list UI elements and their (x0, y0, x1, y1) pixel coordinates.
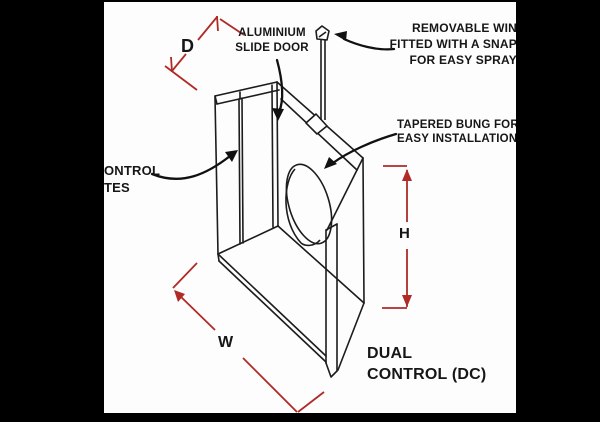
title-line: DUAL (367, 345, 413, 362)
dimension-label-height: H (399, 225, 410, 242)
dimension-label-width: W (218, 334, 234, 351)
callout-tapered-bung: TAPERED BUNG FOR EASY INSTALLATION (397, 118, 519, 146)
bung-arrow (331, 132, 398, 165)
callout-control-gates: ONTROL TES (104, 162, 160, 196)
callout-line: SLIDE DOOR (235, 42, 309, 54)
bung-hole (285, 163, 333, 247)
dimension-w-lines (172, 262, 325, 413)
callout-line: ONTROL (104, 163, 161, 178)
callout-line: FITTED WITH A SNAP (389, 37, 517, 51)
feeder-box-outline (214, 81, 365, 378)
callout-line: EASY INSTALLATION (397, 133, 518, 145)
callout-line: TES (104, 180, 130, 195)
callout-line: TAPERED BUNG FOR (397, 119, 519, 131)
dimension-label-depth: D (181, 36, 194, 56)
dimension-lines (164, 15, 408, 413)
title-line: CONTROL (DC) (367, 366, 487, 383)
diagram-title: DUAL CONTROL (DC) (367, 343, 486, 385)
letterbox-bar-right (516, 0, 600, 422)
dimension-d-lines (164, 15, 245, 91)
callout-line: REMOVABLE WIN (411, 21, 517, 35)
callout-removable-window: REMOVABLE WIN FITTED WITH A SNAP FOR EAS… (380, 20, 517, 68)
slide-door-rod (305, 25, 330, 135)
letterbox-bar-left (0, 0, 104, 422)
dimension-arrowheads (174, 169, 412, 307)
letterbox-bar-top (0, 0, 600, 2)
callout-line: ALUMINIUM (238, 27, 306, 39)
callout-line: FOR EASY SPRAY (409, 53, 517, 67)
gates-arrow (150, 154, 232, 180)
removable-arrow (342, 37, 396, 51)
leader-arrowheads (225, 31, 347, 169)
callout-slide-door: ALUMINIUM SLIDE DOOR (222, 26, 322, 56)
letterbox-bar-bottom (0, 413, 600, 422)
